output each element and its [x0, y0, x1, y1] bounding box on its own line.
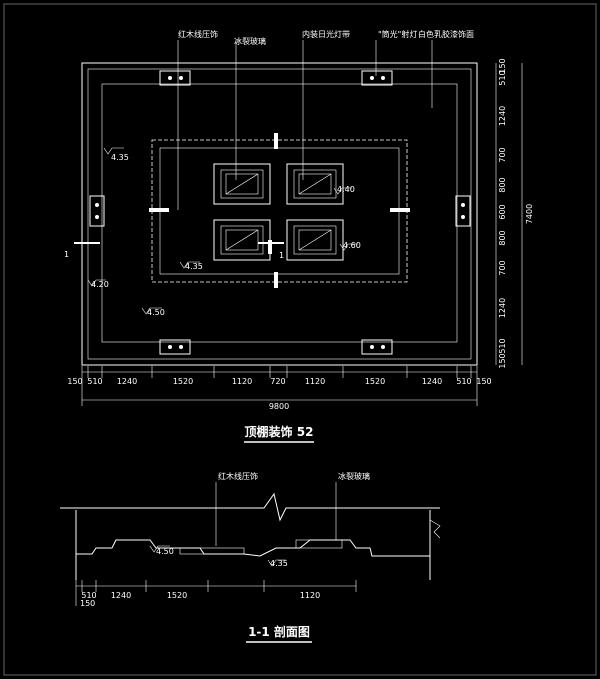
section-dimensions: 510 1240 1520 1120: [81, 591, 320, 600]
section-edge-dim: 150: [80, 599, 95, 608]
dimension-label: 510: [456, 377, 471, 386]
ceiling-plan: 红木线压饰 冰裂玻璃 内装日光灯带 "筒光"射灯 白色乳胶漆饰面 4.35 4.…: [64, 29, 534, 443]
dimension-label: 510: [498, 70, 507, 85]
total-width-label: 9800: [269, 402, 289, 411]
sheet-border: [3, 3, 597, 676]
dimension-label: 150: [498, 58, 507, 73]
bottom-dimensions: 150 510 1240 1520 1120 720 1120 1520 1240 510 150: [67, 377, 491, 386]
recess-outer: [151, 139, 408, 283]
dimension-label: 510: [81, 591, 96, 600]
elevation-marker: [267, 559, 286, 567]
dimension-label: 720: [270, 377, 285, 386]
elevation-label: 4.35: [270, 559, 288, 568]
dimension-label: 150: [67, 377, 82, 386]
callout-label: 冰裂玻璃: [234, 36, 266, 46]
dimension-label: 1120: [232, 377, 252, 386]
dimension-label: 1240: [422, 377, 442, 386]
glass-strip: [179, 547, 245, 555]
elevation-label: 4.35: [185, 262, 203, 271]
section-dim-ticks: [75, 580, 357, 606]
section-callout: 红木线压饰: [218, 471, 258, 481]
elevation-markers: [87, 147, 358, 315]
glass-panel-3: [213, 219, 271, 261]
elevation-label: 4.50: [156, 547, 174, 556]
dimension-label: 700: [498, 147, 507, 162]
elevation-label: 4.40: [337, 185, 355, 194]
callout-leaders: [177, 40, 433, 210]
dimension-label: 1520: [173, 377, 193, 386]
glass-panel-4: [286, 219, 344, 261]
section-callout: 冰裂玻璃: [338, 471, 370, 481]
section-mark-label: 1: [279, 251, 284, 260]
dimension-label: 1240: [117, 377, 137, 386]
plan-title: 顶棚装饰 52: [245, 424, 314, 439]
dimension-label: 510: [498, 338, 507, 353]
dimension-label: 1240: [111, 591, 131, 600]
dimension-label: 700: [498, 260, 507, 275]
outer-frame: [87, 68, 472, 360]
callout-label: 白色乳胶漆饰面: [418, 29, 474, 39]
dimension-label: 800: [498, 177, 507, 192]
elevation-label: 4.20: [91, 280, 109, 289]
callout-label: 内装日光灯带: [302, 29, 350, 39]
dimension-label: 510: [87, 377, 102, 386]
dimension-label: 150: [476, 377, 491, 386]
ceiling-profile: [76, 539, 430, 557]
dimension-label: 1240: [498, 106, 507, 126]
spotlights: [89, 70, 471, 355]
dimension-label: 1520: [167, 591, 187, 600]
elevation-label: 4.60: [343, 241, 361, 250]
dimension-label: 1120: [300, 591, 320, 600]
dimension-label: 1240: [498, 298, 507, 318]
dimension-label: 1520: [365, 377, 385, 386]
section-title: 1-1 剖面图: [248, 624, 310, 639]
section-drawing: 红木线压饰 冰裂玻璃 4.50 4.35 510 1240 1520 1120 150…: [60, 471, 441, 643]
wood-trim-marks: [149, 133, 410, 288]
outer-wall: [81, 62, 478, 366]
dimension-label: 150: [498, 353, 507, 368]
dimension-label: 1120: [305, 377, 325, 386]
dimension-label: 600: [498, 204, 507, 219]
lightbox: [295, 539, 343, 549]
ceiling-line: [60, 492, 440, 522]
dimension-label: 800: [498, 230, 507, 245]
elevation-label: 4.50: [147, 308, 165, 317]
elevation-label: 4.35: [111, 153, 129, 162]
glass-panel-1: [213, 163, 271, 205]
elevation-marker: [149, 545, 170, 553]
break-mark: [429, 519, 441, 539]
glass-panel-2: [286, 163, 344, 205]
section-mark-label: 1: [64, 250, 69, 259]
cornice-line: [101, 83, 458, 343]
callout-label: 红木线压饰: [178, 29, 218, 39]
callout-label: "筒光"射灯: [378, 29, 417, 39]
bottom-dim-ticks: [81, 366, 478, 406]
total-height-label: 7400: [525, 204, 534, 224]
